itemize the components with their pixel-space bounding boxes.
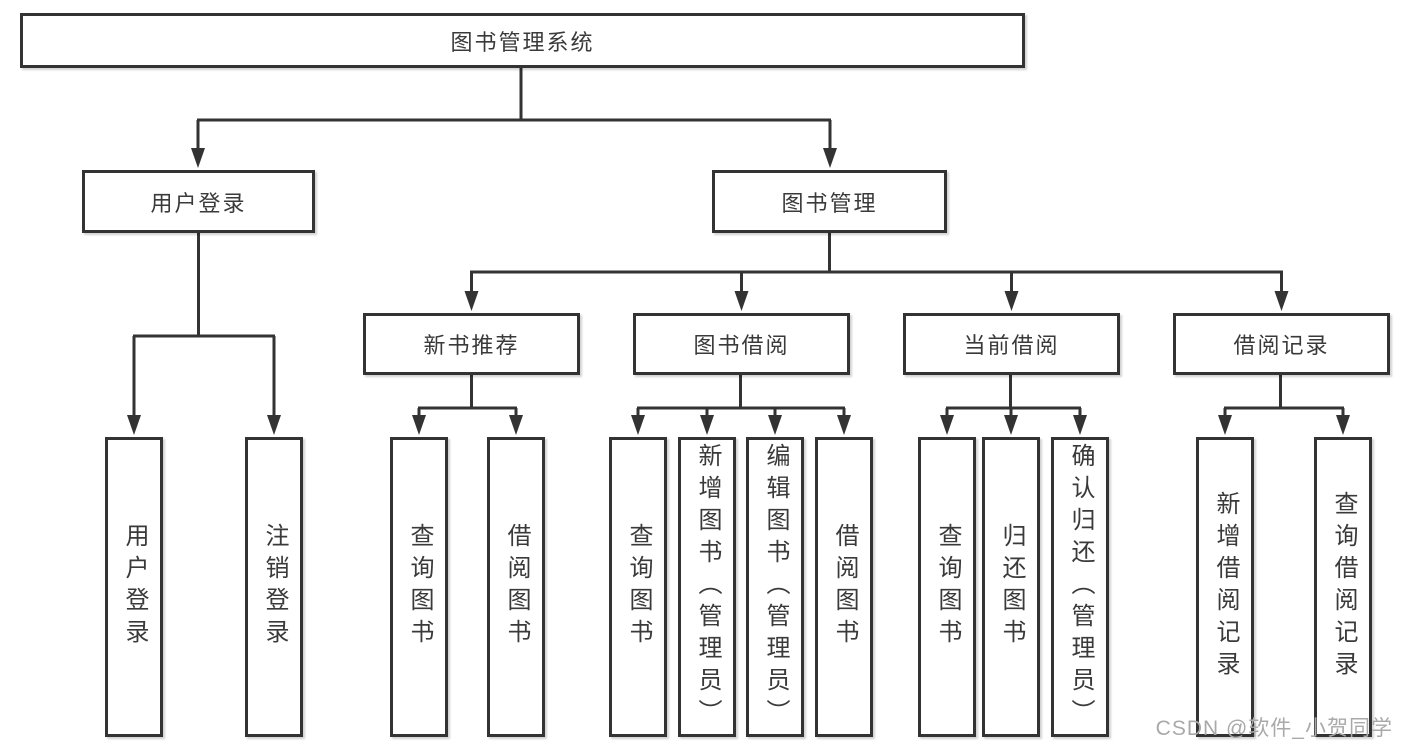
leaf-current-borrow-1-label: 查询图书 [934, 523, 961, 651]
leaf-current-borrow-2: 归还图书 [982, 437, 1040, 737]
node-user-login-label: 用户登录 [150, 190, 247, 216]
leaf-current-borrow-1: 查询图书 [918, 437, 976, 737]
node-borrow-records: 借阅记录 [1173, 313, 1390, 375]
connector-user-login [132, 233, 276, 417]
leaf-book-borrow-2-label: 新增图书（管理员） [694, 443, 721, 731]
node-book-mgmt-label: 图书管理 [781, 190, 878, 216]
leaf-book-borrow-1: 查询图书 [609, 437, 667, 737]
leaf-new-book-rec-2-label: 借阅图书 [503, 523, 530, 651]
node-book-borrow: 图书借阅 [633, 313, 850, 375]
node-book-mgmt: 图书管理 [712, 170, 947, 233]
node-new-book-rec-label: 新书推荐 [423, 333, 520, 358]
leaf-new-book-rec-1: 查询图书 [390, 437, 448, 737]
connector-root [196, 68, 832, 150]
leaf-borrow-records-1-label: 新增借阅记录 [1212, 491, 1239, 683]
connector-current-borrow [945, 375, 1082, 417]
connector-book-borrow [636, 375, 846, 417]
leaf-book-borrow-3: 编辑图书（管理员） [746, 437, 804, 737]
arrowheads [127, 148, 1350, 435]
node-current-borrow: 当前借阅 [903, 313, 1120, 375]
node-book-borrow-label: 图书借阅 [693, 333, 790, 358]
leaf-book-borrow-4: 借阅图书 [815, 437, 873, 737]
connector-book-mgmt [470, 233, 1283, 293]
leaf-new-book-rec-2: 借阅图书 [487, 437, 545, 737]
leaf-borrow-records-2-label: 查询借阅记录 [1330, 491, 1357, 683]
leaf-book-borrow-3-label: 编辑图书（管理员） [762, 443, 789, 731]
connector-new-book-rec [417, 375, 518, 417]
leaf-user-login-2-label: 注销登录 [261, 523, 288, 651]
node-current-borrow-label: 当前借阅 [963, 333, 1060, 358]
leaf-current-borrow-3-label: 确认归还（管理员） [1067, 443, 1094, 731]
leaf-borrow-records-1: 新增借阅记录 [1196, 437, 1254, 737]
node-root: 图书管理系统 [20, 13, 1025, 68]
leaf-user-login-1: 用户登录 [105, 437, 163, 737]
leaf-current-borrow-2-label: 归还图书 [998, 523, 1025, 651]
node-new-book-rec: 新书推荐 [363, 313, 580, 375]
leaf-book-borrow-4-label: 借阅图书 [831, 523, 858, 651]
node-borrow-records-label: 借阅记录 [1233, 333, 1330, 358]
node-user-login: 用户登录 [82, 170, 315, 233]
leaf-book-borrow-1-label: 查询图书 [625, 523, 652, 651]
watermark-text: CSDN @软件_小贺同学 [1155, 717, 1393, 740]
leaf-book-borrow-2: 新增图书（管理员） [678, 437, 736, 737]
connector-borrow-records [1223, 375, 1345, 417]
leaf-borrow-records-2: 查询借阅记录 [1314, 437, 1372, 737]
node-root-label: 图书管理系统 [450, 29, 595, 55]
leaf-user-login-1-label: 用户登录 [121, 523, 148, 651]
leaf-new-book-rec-1-label: 查询图书 [406, 523, 433, 651]
leaf-user-login-2: 注销登录 [245, 437, 303, 737]
leaf-current-borrow-3: 确认归还（管理员） [1051, 437, 1109, 737]
